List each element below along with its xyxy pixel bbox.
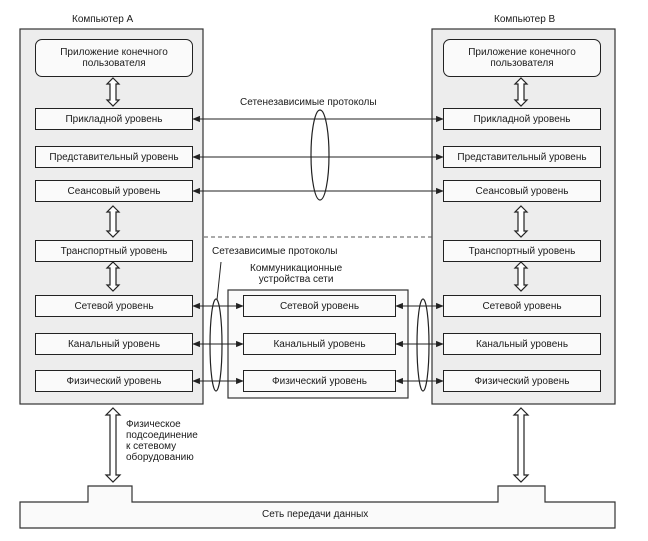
net-dependent-label: Сетезависимые протоколы: [212, 246, 338, 257]
computer-b-layer-physical: Физический уровень: [443, 370, 601, 392]
computer-b-app-box: Приложение конечного пользователя: [443, 39, 601, 77]
computer-b-app-line1: Приложение конечного: [468, 47, 576, 58]
comm-layer-physical: Физический уровень: [243, 370, 396, 392]
computer-a-app-box: Приложение конечного пользователя: [35, 39, 193, 77]
comm-devices-title-line2: устройства сети: [258, 274, 334, 285]
vertical-arrows-a: [104, 77, 122, 483]
computer-a-layer-physical: Физический уровень: [35, 370, 193, 392]
phys-note-line1: Физическое: [126, 419, 181, 430]
computer-a-app-line1: Приложение конечного: [60, 47, 168, 58]
upper-protocol-arrows: [192, 115, 444, 195]
computer-a-title: Компьютер А: [72, 14, 134, 25]
vertical-arrows-b: [512, 77, 530, 483]
computer-b-layer-network: Сетевой уровень: [443, 295, 601, 317]
dependent-label-pointer: [216, 261, 222, 301]
computer-a-layer-application: Прикладной уровень: [35, 108, 193, 130]
physical-connection-note: Физическое подсоединение к сетевому обор…: [126, 419, 198, 463]
computer-a-layer-transport: Транспортный уровень: [35, 240, 193, 262]
computer-b-layer-datalink: Канальный уровень: [443, 333, 601, 355]
computer-a-app-line2: пользователя: [82, 58, 146, 69]
computer-b-layer-transport: Транспортный уровень: [443, 240, 601, 262]
computer-b-title: Компьютер В: [494, 14, 556, 25]
network-label: Сеть передачи данных: [262, 509, 369, 520]
comm-devices-title-line1: Коммуникационные: [250, 263, 343, 274]
phys-note-line2: подсоединение: [126, 430, 198, 441]
computer-a-layer-datalink: Канальный уровень: [35, 333, 193, 355]
comm-layer-network: Сетевой уровень: [243, 295, 396, 317]
phys-note-line4: оборудованию: [126, 452, 194, 463]
comm-layer-datalink: Канальный уровень: [243, 333, 396, 355]
computer-a-layer-presentation: Представительный уровень: [35, 146, 193, 168]
computer-b-layer-application: Прикладной уровень: [443, 108, 601, 130]
phys-note-line3: к сетевому: [126, 441, 177, 452]
protocol-ellipses: [209, 109, 430, 392]
computer-a-layer-session: Сеансовый уровень: [35, 180, 193, 202]
computer-b-app-line2: пользователя: [490, 58, 554, 69]
computer-a-layer-network: Сетевой уровень: [35, 295, 193, 317]
network-bar: [19, 485, 616, 529]
comm-devices-title: Коммуникационные устройства сети: [250, 263, 342, 285]
net-independent-label: Сетенезависимые протоколы: [240, 97, 377, 108]
computer-b-layer-presentation: Представительный уровень: [443, 146, 601, 168]
computer-b-layer-session: Сеансовый уровень: [443, 180, 601, 202]
